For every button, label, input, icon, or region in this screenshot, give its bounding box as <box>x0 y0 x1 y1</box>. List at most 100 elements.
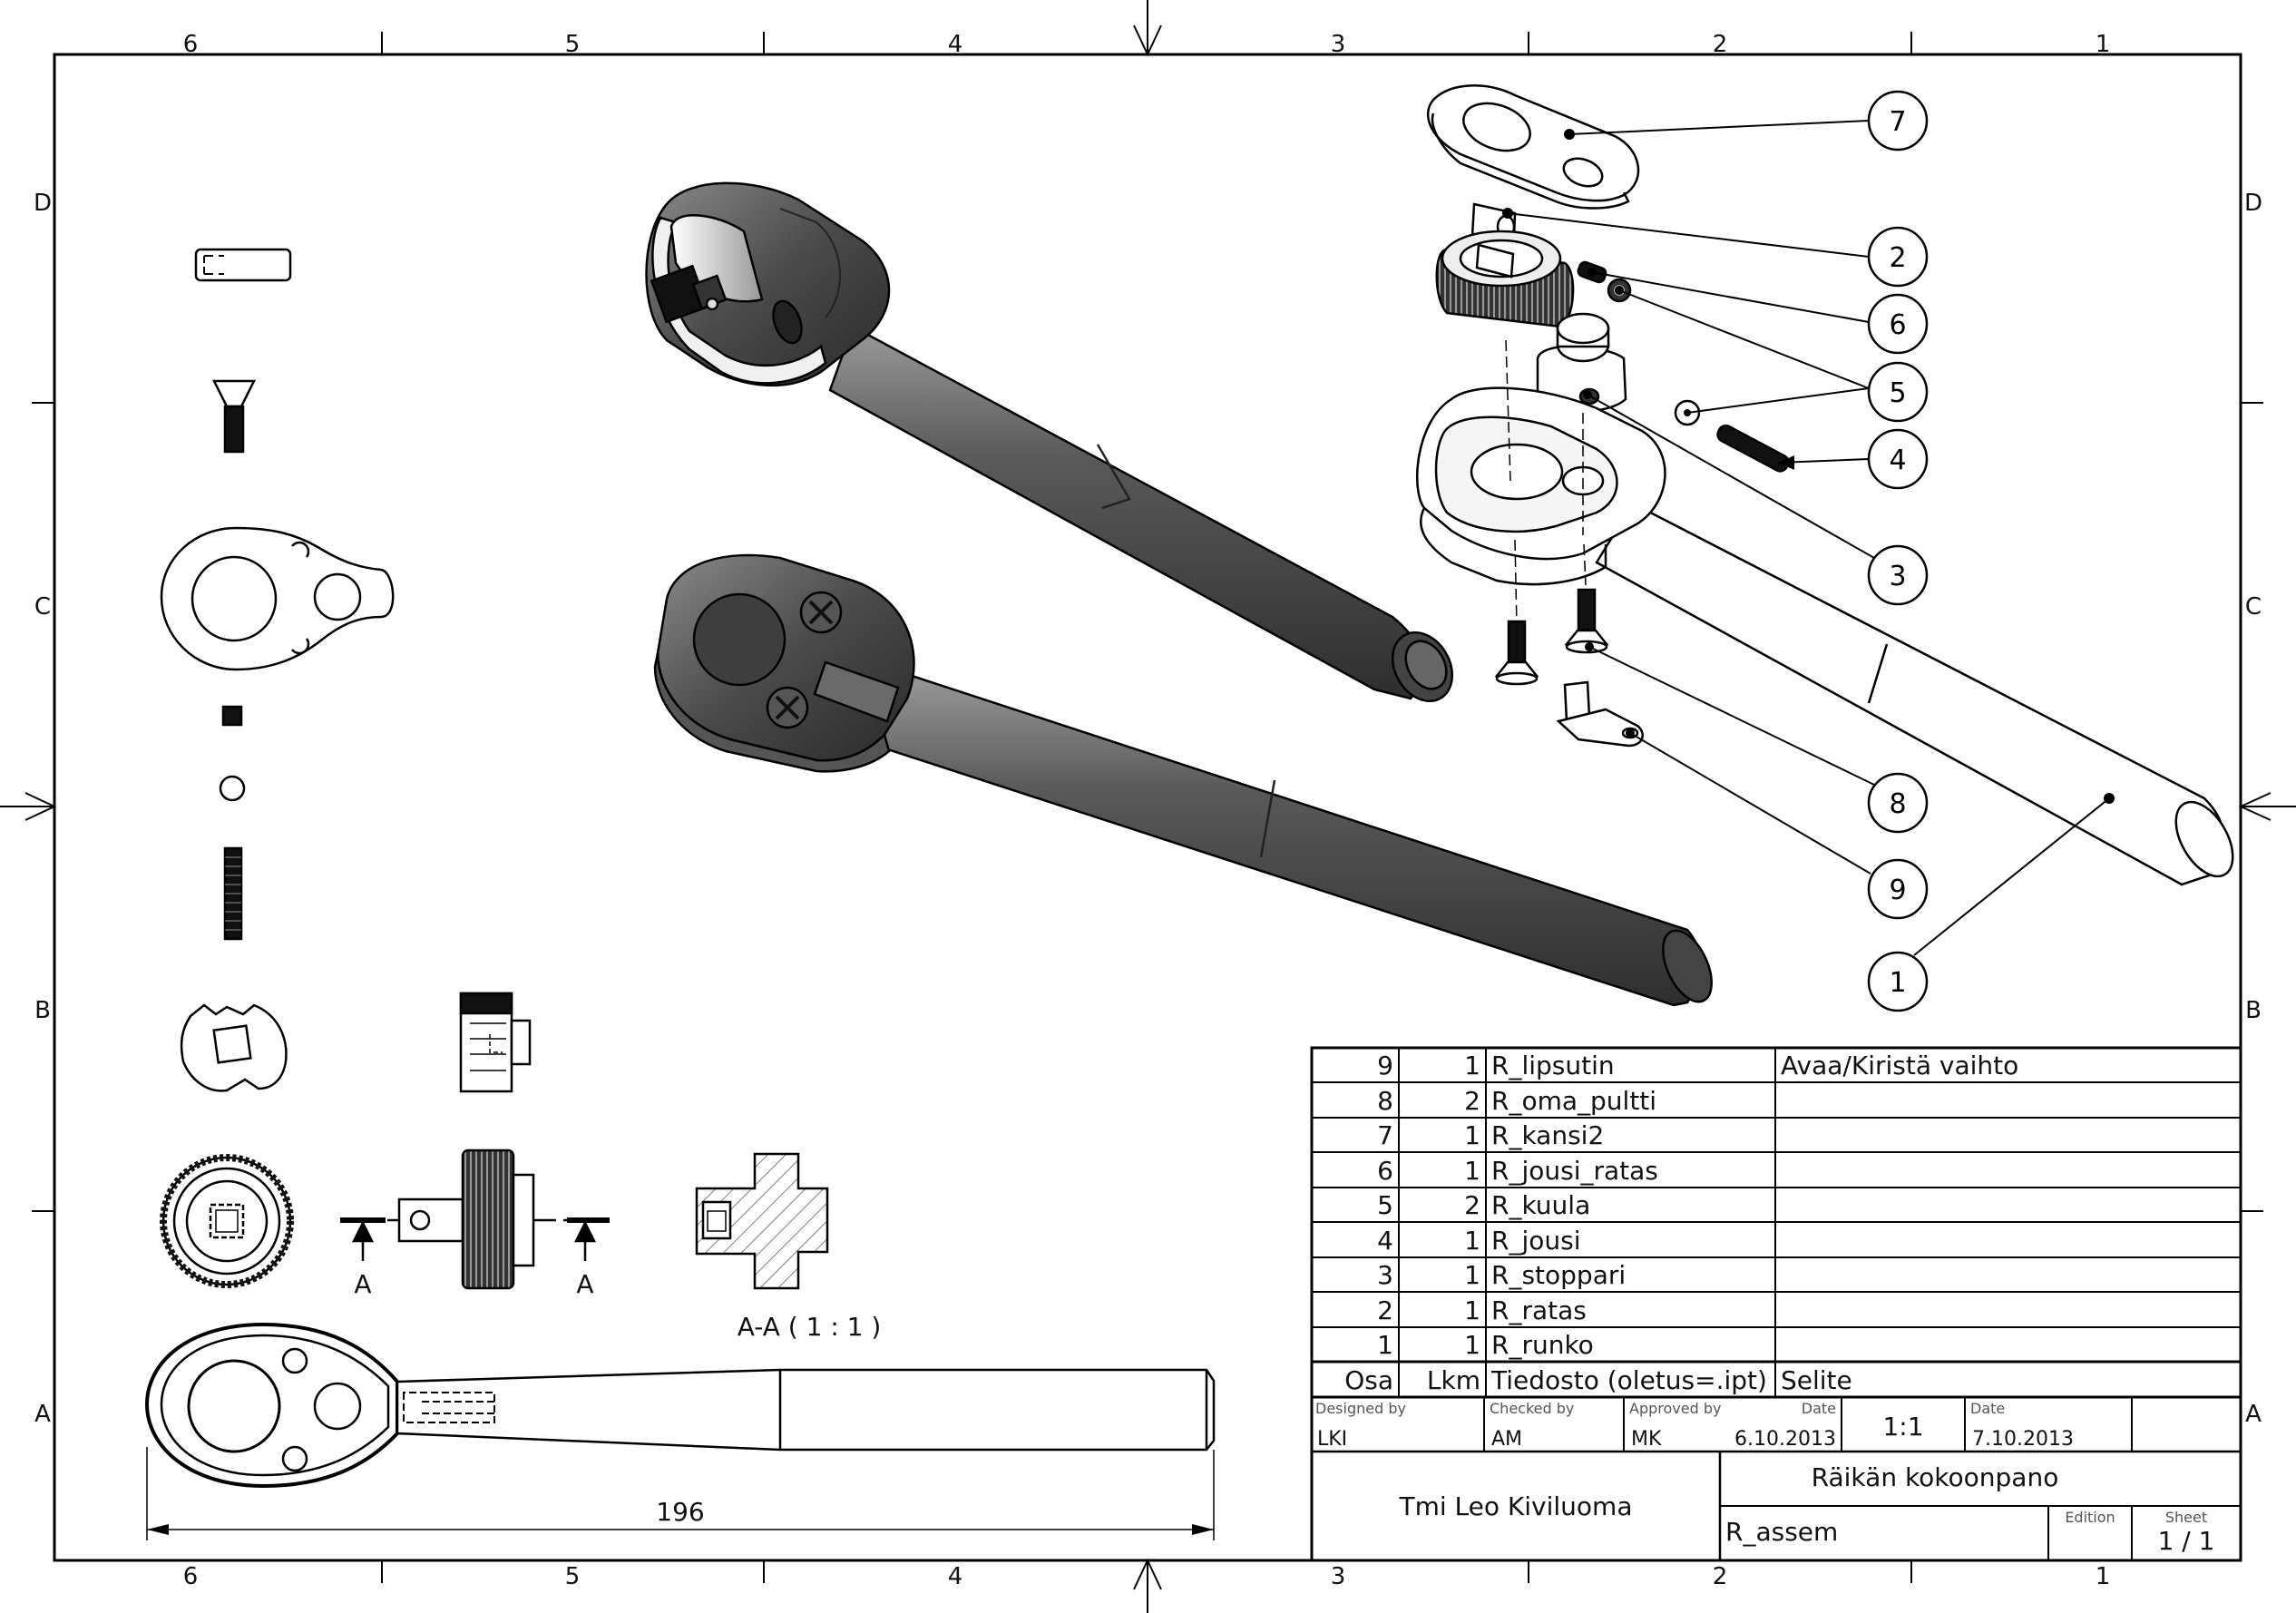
svg-text:7: 7 <box>1889 106 1906 138</box>
svg-text:5: 5 <box>1889 377 1906 409</box>
part-view-pin <box>194 248 292 282</box>
part-view-cover-plate <box>160 526 395 671</box>
bom-cell-osa: 5 <box>1377 1190 1393 1220</box>
bom-cell-file: R_jousi <box>1491 1226 1580 1256</box>
exploded-bolt-right <box>1564 588 1609 654</box>
bom-header-desc: Selite <box>1781 1365 1852 1395</box>
title-block: Designed by LKI Checked by AM Approved b… <box>1310 1395 2242 1562</box>
approved-by-value: MK <box>1631 1428 1662 1451</box>
bom-cell-osa: 6 <box>1377 1156 1393 1186</box>
balloon-item-5: 5 <box>1867 361 1929 423</box>
approved-date-value: 6.10.2013 <box>1734 1428 1836 1451</box>
centering-mark-right <box>2238 792 2296 821</box>
bom-cell-lkm: 1 <box>1464 1120 1480 1150</box>
part-view-ball <box>219 775 246 802</box>
column-label: 5 <box>565 31 581 58</box>
bom-cell-desc: Avaa/Kiristä vaihto <box>1781 1051 2018 1080</box>
part-view-gear-front <box>160 1154 294 1288</box>
row-label: A <box>2245 1401 2262 1428</box>
svg-text:6: 6 <box>1889 309 1906 341</box>
part-view-bolt <box>211 379 257 454</box>
zone-labels: 6 5 4 3 2 1 6 5 4 3 2 1 D C B A D C B A <box>34 31 2262 1590</box>
bom-cell-lkm: 1 <box>1464 1051 1480 1080</box>
checked-by-label: Checked by <box>1490 1400 1574 1417</box>
designed-by-value: LKI <box>1317 1428 1347 1451</box>
section-view-label: A-A ( 1 : 1 ) <box>738 1312 882 1342</box>
row-label: C <box>2245 593 2262 621</box>
svg-text:8: 8 <box>1889 788 1906 820</box>
bom-cell-file: R_lipsutin <box>1491 1051 1615 1080</box>
svg-text:4: 4 <box>1889 445 1906 476</box>
iso-wrench-upper <box>645 181 1454 702</box>
centering-mark-bottom <box>1133 1558 1162 1613</box>
column-label: 3 <box>1331 1563 1346 1590</box>
row-label: B <box>2245 997 2262 1024</box>
row-label: D <box>2244 190 2262 217</box>
column-label: 2 <box>1713 31 1728 58</box>
edition-label: Edition <box>2065 1509 2115 1526</box>
row-label: C <box>34 593 51 621</box>
bom-cell-osa: 9 <box>1377 1051 1393 1080</box>
balloon-item-8: 8 <box>1867 772 1929 834</box>
balloon-item-4: 4 <box>1867 428 1929 490</box>
exploded-cover-plate <box>1426 84 1640 210</box>
exploded-spring-long <box>1716 424 1790 473</box>
balloons: 7 2 6 5 4 3 8 9 <box>1867 90 1929 1012</box>
sheet-number: 1 / 1 <box>2158 1526 2215 1556</box>
bom-cell-osa: 7 <box>1377 1120 1393 1150</box>
company-name: Tmi Leo Kiviluoma <box>1398 1491 1632 1521</box>
centering-mark-top <box>1133 0 1162 57</box>
balloon-item-9: 9 <box>1867 858 1929 920</box>
exploded-bolt-left <box>1494 620 1539 686</box>
svg-text:9: 9 <box>1889 875 1906 906</box>
exploded-view <box>1416 84 2234 886</box>
row-label: A <box>34 1401 51 1428</box>
bom-cell-lkm: 1 <box>1464 1260 1480 1290</box>
section-cut-label: A <box>576 1269 593 1299</box>
bom-cell-osa: 2 <box>1377 1295 1393 1325</box>
date2-value: 7.10.2013 <box>1972 1428 2074 1451</box>
centering-mark-left <box>0 792 57 821</box>
exploded-lever <box>1556 680 1644 748</box>
bom-cell-osa: 4 <box>1377 1226 1393 1256</box>
part-view-stopper <box>180 1003 288 1092</box>
designed-by-label: Designed by <box>1315 1400 1406 1417</box>
part-views-left <box>160 248 610 1290</box>
bom-table: 9 1 R_lipsutin Avaa/Kiristä vaihto 8 2 R… <box>1310 1046 2242 1399</box>
bom-cell-lkm: 2 <box>1464 1190 1480 1220</box>
part-view-spring-seat <box>221 705 243 727</box>
part-view-wrench-top <box>144 1322 1216 1540</box>
bom-cell-file: R_kansi2 <box>1491 1120 1604 1150</box>
part-view-spring <box>223 846 243 941</box>
balloon-item-6: 6 <box>1867 293 1929 355</box>
bom-cell-file: R_ratas <box>1491 1295 1587 1325</box>
column-label: 2 <box>1713 1563 1728 1590</box>
svg-text:3: 3 <box>1889 561 1906 592</box>
bom-header-osa: Osa <box>1344 1365 1393 1395</box>
bom-header-lkm: Lkm <box>1427 1365 1480 1395</box>
bom-cell-file: R_stoppari <box>1491 1260 1626 1290</box>
balloon-item-1: 1 <box>1867 951 1929 1012</box>
dimension-overall-length: 196 <box>656 1497 704 1527</box>
balloon-item-2: 2 <box>1867 226 1929 288</box>
bom-cell-lkm: 1 <box>1464 1330 1480 1360</box>
column-label: 1 <box>2096 1563 2111 1590</box>
column-label: 3 <box>1331 31 1346 58</box>
checked-by-value: AM <box>1491 1428 1522 1451</box>
bom-cell-file: R_runko <box>1491 1330 1594 1360</box>
column-label: 6 <box>183 1563 199 1590</box>
row-label: D <box>34 190 52 217</box>
part-view-stopper-side <box>459 992 532 1093</box>
bom-cell-lkm: 1 <box>1464 1156 1480 1186</box>
svg-text:2: 2 <box>1889 242 1906 274</box>
date2-label: Date <box>1970 1400 2005 1417</box>
exploded-ratchet-gear <box>1435 202 1575 328</box>
section-view-aa <box>695 1152 829 1290</box>
column-label: 4 <box>948 1563 963 1590</box>
sheet-label: Sheet <box>2165 1509 2207 1526</box>
bom-header-file: Tiedosto (oletus=.ipt) <box>1490 1365 1767 1395</box>
drawing-file-name: R_assem <box>1725 1517 1838 1547</box>
bom-cell-osa: 1 <box>1377 1330 1393 1360</box>
drawing-title: Räikän kokoonpano <box>1812 1462 2059 1492</box>
